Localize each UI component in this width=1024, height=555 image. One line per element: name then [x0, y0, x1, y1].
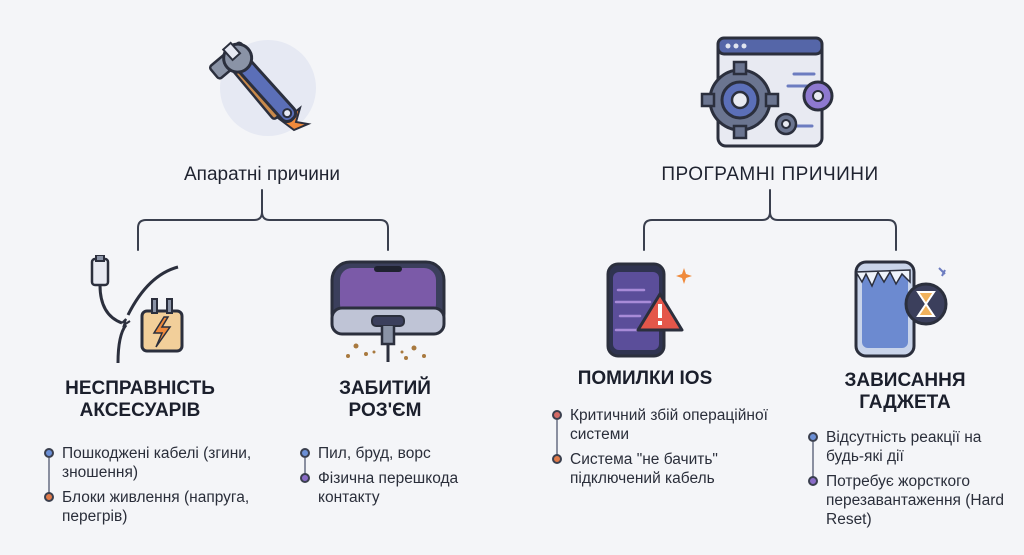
software-gears-icon: [700, 36, 834, 148]
frozen-phone-hourglass-icon: [854, 260, 948, 358]
bullet-item: Фізична перешкода контакту: [300, 469, 510, 507]
right-bracket: [643, 189, 771, 251]
node-title-ios: Помилки iOS: [577, 368, 713, 389]
wrench-hammer-icon: [208, 40, 316, 136]
bullets-port: Пил, бруд, ворс Фізична перешкода контак…: [300, 444, 510, 513]
bullet-item: Відсутність реакції на будь-які дії: [808, 428, 1008, 466]
clogged-port-icon: [330, 260, 446, 362]
node-title-port: Забитий роз'єм: [339, 378, 431, 421]
hardware-category-title: Апаратні причини: [183, 164, 341, 185]
bullet-item: Блоки живлення (напруга, перегрів): [44, 488, 274, 526]
left-bracket: [137, 189, 263, 251]
node-title-freeze: Зависання гаджета: [844, 370, 966, 413]
software-category-title: ПРОГРАМНІ ПРИЧИНИ: [661, 164, 879, 185]
bullet-item: Потребує жорсткого перезавантаження (Har…: [808, 472, 1008, 529]
bullets-freeze: Відсутність реакції на будь-які дії Потр…: [808, 428, 1008, 535]
bullet-item: Система "не бачить" підключений кабель: [552, 450, 782, 488]
bullet-item: Пошкоджені кабелі (згини, зношення): [44, 444, 274, 482]
bullet-item: Критичний збій операційної системи: [552, 406, 782, 444]
bullets-accessories: Пошкоджені кабелі (згини, зношення) Блок…: [44, 444, 274, 532]
bullet-item: Пил, бруд, ворс: [300, 444, 510, 463]
node-title-accessories: Несправність аксесуарів: [65, 378, 215, 421]
broken-cable-charger-icon: [90, 255, 184, 364]
phone-warning-icon: [606, 262, 692, 358]
bullets-ios: Критичний збій операційної системи Систе…: [552, 406, 782, 494]
